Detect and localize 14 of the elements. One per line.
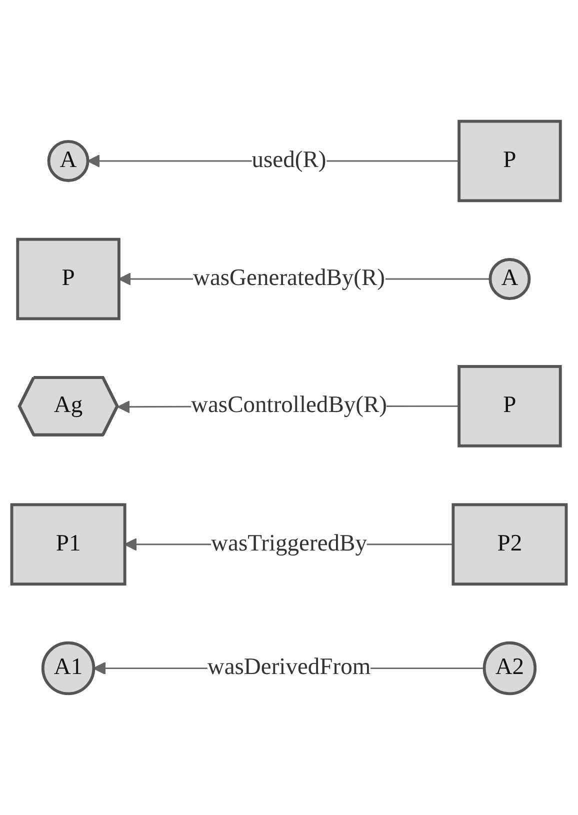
node-box: P2 [452, 503, 568, 586]
node-circle: A [488, 258, 531, 300]
node-box: P [16, 238, 120, 320]
edge-label: wasTriggeredBy [211, 531, 367, 556]
edge-label: wasDerivedFrom [207, 655, 371, 680]
edge-label: wasControlledBy(R) [190, 392, 388, 418]
node-box: P [458, 120, 562, 202]
node-circle: A2 [482, 641, 537, 696]
node-box: P1 [10, 503, 126, 586]
edge-label: wasGeneratedBy(R) [192, 266, 386, 291]
node-box: P [458, 365, 562, 448]
node-circle: A1 [41, 641, 96, 696]
node-circle: A [47, 140, 90, 182]
edge-label: used(R) [252, 148, 326, 173]
